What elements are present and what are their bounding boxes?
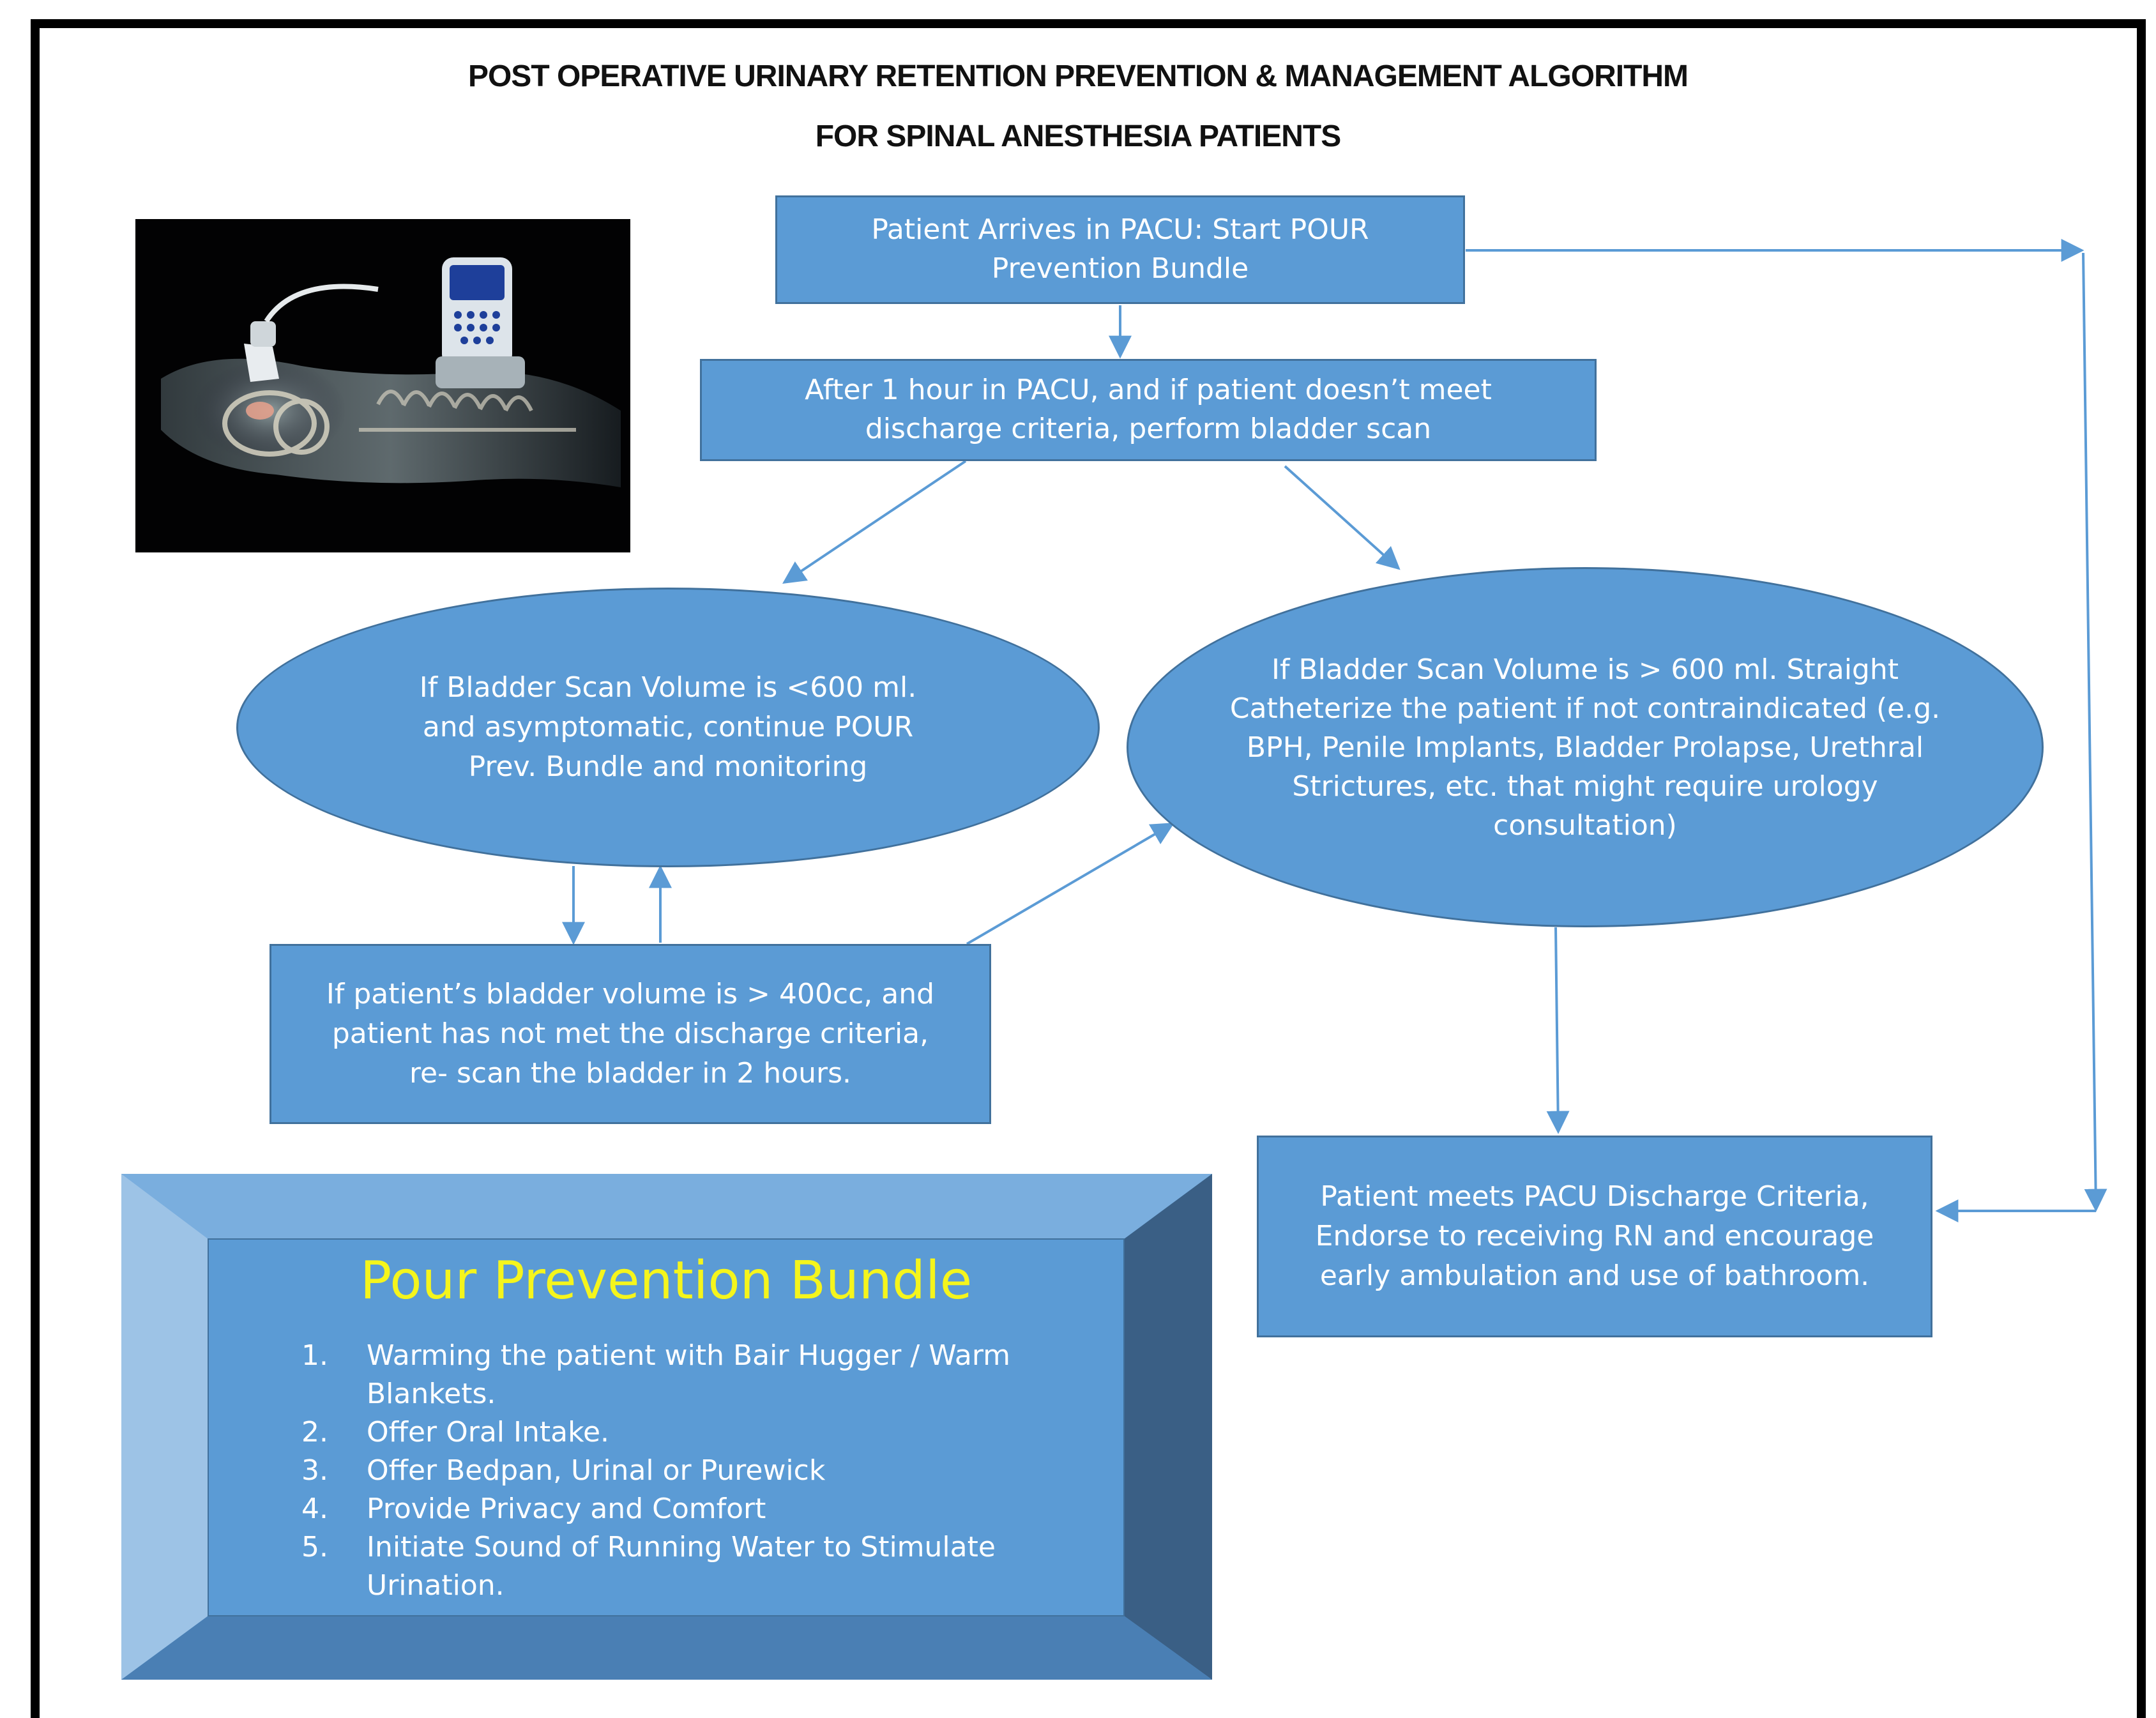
node-under-600-text: If Bladder Scan Volume is <600 ml. and a… — [419, 671, 917, 783]
bundle-item-text: Warming the patient with Bair Hugger / W… — [367, 1339, 1011, 1410]
title-line-2: FOR SPINAL ANESTHESIA PATIENTS — [815, 119, 1342, 153]
arrow-over-600-to-discharge — [1546, 927, 1570, 1134]
bundle-list: 1. Warming the patient with Bair Hugger /… — [208, 1337, 1124, 1605]
bundle-item-text: Initiate Sound of Running Water to Stimu… — [367, 1531, 996, 1602]
bundle-item: 4. Provide Privacy and Comfort — [208, 1490, 1124, 1528]
bundle-title: Pour Prevention Bundle — [360, 1250, 973, 1311]
arrow-one-hour-to-over-600 — [1284, 465, 1401, 570]
node-one-hour-text: After 1 hour in PACU, and if patient doe… — [805, 374, 1492, 445]
node-over-600: If Bladder Scan Volume is > 600 ml. Stra… — [1127, 567, 2044, 927]
bundle-content: Pour Prevention Bundle 1. Warming the pat… — [208, 1239, 1124, 1616]
bundle-item-number: 3. — [301, 1454, 328, 1487]
bundle-item-text: Offer Oral Intake. — [367, 1416, 610, 1448]
bundle-item: 3. Offer Bedpan, Urinal or Purewick — [208, 1452, 1124, 1490]
bundle-panel — [121, 1174, 1212, 1680]
node-arrival: Patient Arrives in PACU: Start POUR Prev… — [775, 195, 1465, 304]
node-over-400-text: If patient’s bladder volume is > 400cc, … — [326, 978, 935, 1090]
bundle-item-number: 2. — [301, 1416, 328, 1448]
node-one-hour: After 1 hour in PACU, and if patient doe… — [700, 359, 1597, 461]
bundle-item-text: Offer Bedpan, Urinal or Purewick — [367, 1454, 826, 1487]
bundle-item-number: 4. — [301, 1493, 328, 1525]
arrow-over-400-to-over-600 — [966, 823, 1175, 945]
node-under-600: If Bladder Scan Volume is <600 ml. and a… — [236, 588, 1100, 867]
bundle-item: 2. Offer Oral Intake. — [208, 1413, 1124, 1452]
bundle-item-text: Provide Privacy and Comfort — [367, 1493, 766, 1525]
bladder-scanner-illustration — [161, 257, 621, 487]
bundle-item: 1. Warming the patient with Bair Hugger /… — [208, 1337, 1124, 1413]
node-arrival-text: Patient Arrives in PACU: Start POUR Prev… — [871, 213, 1369, 285]
bundle-item: 5. Initiate Sound of Running Water to Sti… — [208, 1528, 1124, 1605]
arrow-one-hour-to-under-600 — [782, 460, 967, 584]
node-over-400: If patient’s bladder volume is > 400cc, … — [270, 944, 991, 1124]
page-frame — [31, 19, 2146, 1718]
node-over-600-text: If Bladder Scan Volume is > 600 ml. Stra… — [1229, 653, 1941, 842]
node-discharge-text: Patient meets PACU Discharge Criteria, E… — [1315, 1180, 1874, 1292]
bladder-scanner-photo — [135, 219, 630, 552]
bundle-item-number: 5. — [301, 1531, 328, 1563]
bundle-item-number: 1. — [301, 1339, 328, 1372]
node-discharge: Patient meets PACU Discharge Criteria, E… — [1257, 1136, 1932, 1337]
title-line-1: POST OPERATIVE URINARY RETENTION PREVENT… — [467, 59, 1689, 93]
arrow-right-rail-down — [2082, 252, 2107, 1212]
